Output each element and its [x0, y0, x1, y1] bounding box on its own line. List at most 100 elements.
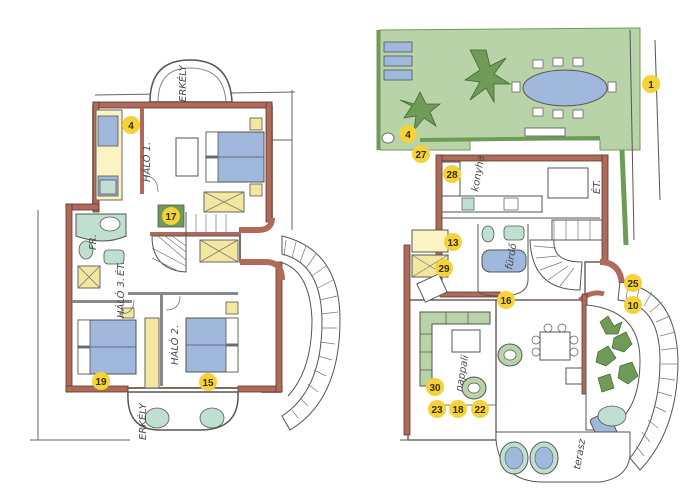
inner-spiral-stair: [151, 212, 240, 273]
table: [175, 137, 199, 177]
room-label-erkely-bottom: ERKÉLY: [136, 402, 149, 440]
sketch-line: [629, 29, 635, 241]
marker-gr-16: 16: [497, 291, 515, 309]
outer-spiral-stair: [279, 235, 341, 431]
svg-text:10: 10: [627, 301, 639, 312]
ground-outer-stair: [617, 281, 679, 471]
door-swing: [119, 299, 135, 315]
armchair-inner: [467, 382, 481, 394]
interior-wall: [72, 300, 132, 303]
sofa: [419, 311, 491, 387]
marker-gr-13: 13: [444, 233, 462, 251]
toilet: [78, 240, 94, 260]
room-label-terasz: terasz: [572, 438, 588, 471]
wall-band: [601, 154, 609, 261]
plant: [595, 345, 617, 367]
svg-text:1: 1: [648, 80, 654, 91]
svg-text:25: 25: [627, 279, 639, 290]
tree: [463, 49, 512, 104]
wall-band-curve: [240, 217, 275, 233]
svg-text:16: 16: [500, 296, 512, 307]
svg-text:29: 29: [438, 264, 450, 275]
garden-dining-table: [511, 57, 617, 119]
upper-floor-plan: HÁLÓ 1. HÁLÓ 2. HÁLÓ 3. ERKÉLY ERKÉLY ÉT…: [30, 59, 341, 441]
upper-small-fixture: [99, 179, 117, 195]
balcony-chair: [144, 407, 170, 429]
plant: [597, 373, 615, 393]
toilet-ground: [481, 225, 495, 243]
room-label-halo3: HÁLÓ 3.: [114, 278, 127, 318]
nightstand: [249, 117, 263, 131]
ground-floor-plan: konyha fürdő ÉT. nappali terasz 1 4 27 2…: [376, 27, 679, 483]
jacuzzi-inner: [534, 446, 554, 470]
armchair-inner: [503, 349, 517, 361]
nightstand: [249, 183, 263, 197]
marker-gr-23: 23: [428, 400, 446, 418]
garden-bench: [524, 127, 566, 137]
plant: [617, 361, 639, 385]
marker-gr-1: 1: [642, 75, 660, 93]
room-label-furdo: fürdő: [503, 242, 520, 271]
hedge: [419, 136, 601, 142]
tv-cabinet: [565, 367, 583, 385]
svg-text:27: 27: [415, 150, 427, 161]
marker-gr-29: 29: [435, 259, 453, 277]
marker-up-17: 17: [157, 204, 185, 228]
hall-armchair: [416, 273, 448, 303]
svg-text:19: 19: [95, 377, 107, 388]
kitchen-island: [547, 167, 589, 199]
bed-halo1: [205, 131, 265, 183]
jacuzzi-inner: [504, 446, 524, 470]
wardrobe-cross: [203, 191, 245, 213]
interior-wall: [150, 232, 240, 236]
svg-text:15: 15: [202, 378, 214, 389]
kitchen-counter: [441, 195, 543, 213]
bathtub-ground: [481, 249, 527, 273]
balcony-chair: [199, 407, 225, 429]
wall-band: [265, 101, 273, 223]
sketch-line: [654, 39, 661, 201]
shower: [97, 115, 119, 147]
marker-up-4: 4: [122, 116, 140, 134]
bed-halo3: [77, 319, 137, 375]
marker-up-15: 15: [199, 373, 217, 391]
nightstand: [225, 301, 239, 315]
wall-band: [403, 244, 411, 436]
door-swing: [143, 175, 159, 193]
sink: [99, 216, 121, 232]
room-label-et: ÉT.: [590, 180, 603, 194]
sofa-cushion-lines: [420, 312, 469, 371]
svg-text:28: 28: [446, 170, 458, 181]
marker-gr-28: 28: [443, 165, 461, 183]
interior-wall: [128, 292, 238, 295]
marker-gr-4: 4: [399, 125, 417, 143]
svg-text:17: 17: [165, 212, 177, 223]
hall-shelf: [411, 229, 449, 253]
plant: [599, 315, 623, 335]
marker-gr-27: 27: [412, 145, 430, 163]
plant: [611, 331, 633, 353]
wall-band: [437, 154, 609, 162]
coffee-table: [451, 329, 481, 353]
wall-band: [275, 261, 283, 393]
marker-gr-30: 30: [426, 378, 444, 396]
svg-text:18: 18: [452, 405, 464, 416]
marker-gr-25: 25: [624, 274, 642, 292]
room-label-halo1: HÁLÓ 1.: [140, 142, 153, 182]
nightstand: [121, 307, 135, 319]
dining-table: [531, 323, 579, 361]
wall-band: [65, 203, 73, 393]
hedge: [619, 149, 629, 246]
wall-band-curve: [599, 259, 625, 285]
terrace-seat: [597, 405, 627, 427]
svg-text:4: 4: [128, 121, 134, 132]
svg-text:22: 22: [474, 405, 486, 416]
top-balcony-inner: [157, 67, 227, 103]
marker-gr-18: 18: [449, 400, 467, 418]
sink-ground: [503, 225, 525, 241]
wardrobe: [144, 317, 160, 389]
sink-fixture: [103, 249, 125, 265]
bed-halo2: [185, 317, 239, 373]
sun-loungers: [383, 41, 413, 81]
